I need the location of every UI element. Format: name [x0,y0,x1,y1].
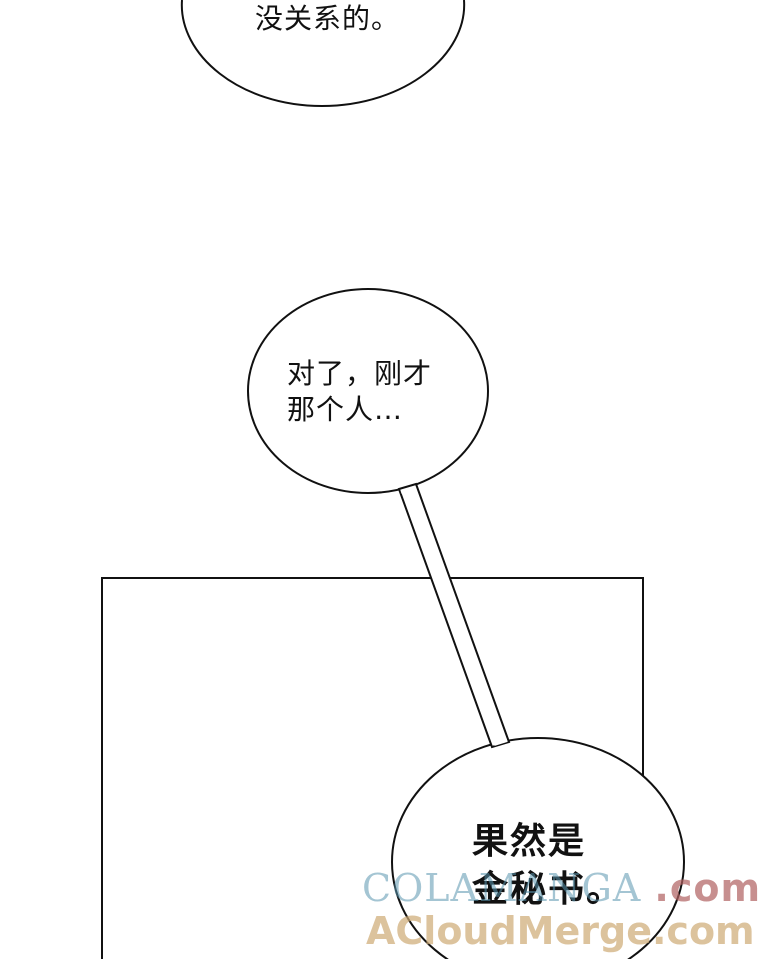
watermark-acloudmerge: ACloudMerge.com [366,909,755,953]
watermark-colamanga-name: COLAMANGA [362,866,642,910]
watermark-colamanga-domain: .com [654,866,760,910]
panel-frame [101,577,644,959]
bubble-text-middle: 对了，刚才 那个人… [287,357,433,426]
speech-bubble-top [180,0,466,108]
watermark-colamanga: COLAMANGA .com [362,866,760,910]
bubble-connector-tail [397,482,511,749]
speech-bubble-bottom [391,737,685,959]
bubble-text-bottom: 果然是 金秘书。 [472,821,625,910]
bubble-text-top: 没关系的。 [255,2,401,35]
speech-bubble-middle [247,288,489,494]
